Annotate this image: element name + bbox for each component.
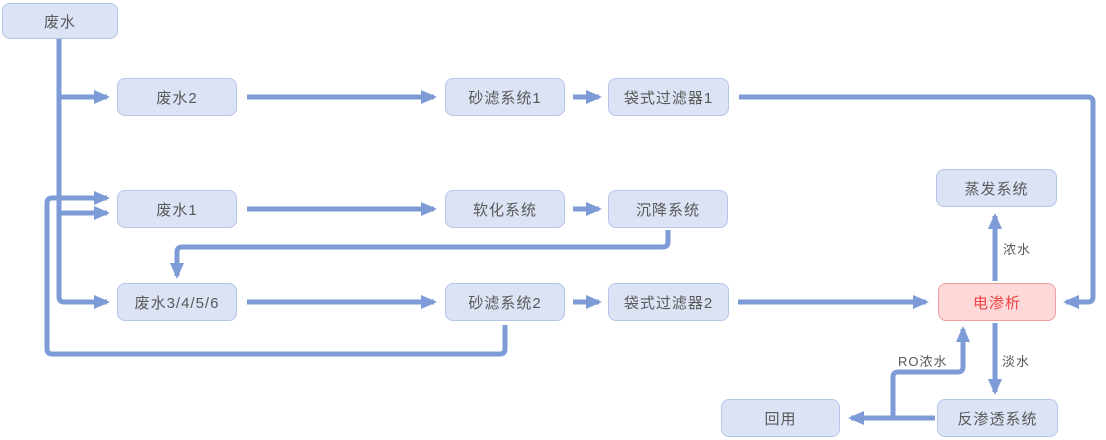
node-evaporation-system[interactable]: 蒸发系统 xyxy=(936,169,1057,207)
node-bag-filter-2[interactable]: 袋式过滤器2 xyxy=(608,283,729,321)
node-softening-system[interactable]: 软化系统 xyxy=(445,190,565,228)
edge-label-ro-concentrate-water: RO浓水 xyxy=(898,354,948,369)
edge-reverse-osmosis-to-electrodialysis xyxy=(890,326,970,418)
node-sand-filter-2[interactable]: 砂滤系统2 xyxy=(445,283,565,321)
node-wastewater-2[interactable]: 废水2 xyxy=(117,78,237,116)
node-sand-filter-1[interactable]: 砂滤系统1 xyxy=(445,78,565,116)
node-wastewater[interactable]: 废水 xyxy=(2,3,118,39)
edge-sand-filter-2-to-wastewater1 xyxy=(44,191,508,357)
node-reverse-osmosis-system[interactable]: 反渗透系统 xyxy=(937,399,1058,437)
node-wastewater-1[interactable]: 废水1 xyxy=(117,190,237,228)
edge-label-concentrate-water: 浓水 xyxy=(1003,242,1032,257)
node-reuse[interactable]: 回用 xyxy=(721,399,840,437)
node-bag-filter-1[interactable]: 袋式过滤器1 xyxy=(608,78,729,116)
node-sedimentation-system[interactable]: 沉降系统 xyxy=(608,190,728,228)
node-wastewater-3-4-5-6[interactable]: 废水3/4/5/6 xyxy=(117,283,237,321)
edge-wastewater-to-wastewater3456 xyxy=(56,39,110,309)
node-electrodialysis[interactable]: 电渗析 xyxy=(938,283,1056,321)
edge-label-fresh-water: 淡水 xyxy=(1002,354,1031,369)
edge-bag-filter-1-to-electrodialysis xyxy=(739,94,1096,309)
edge-sedimentation-to-wastewater3456 xyxy=(170,230,671,279)
